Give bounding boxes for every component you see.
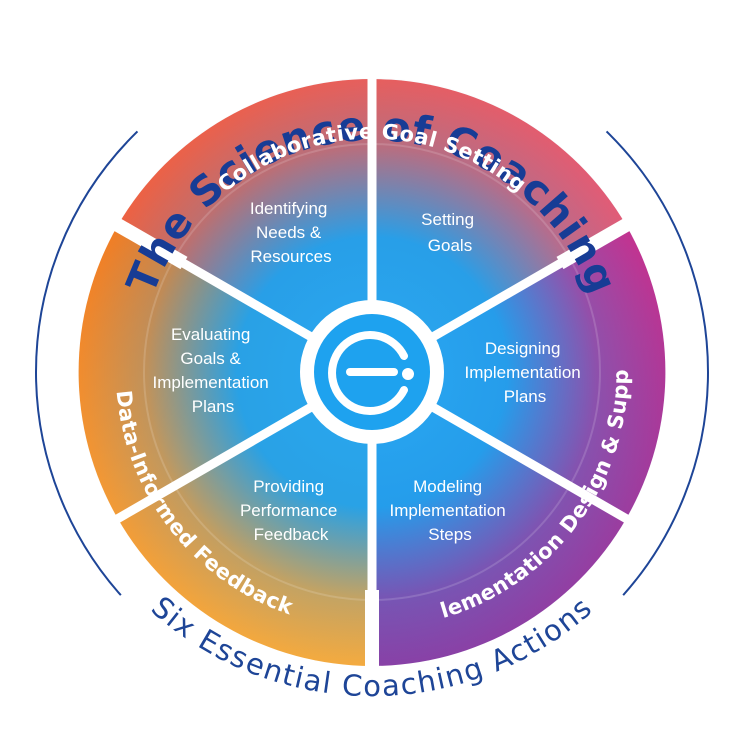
section-gaps xyxy=(100,210,644,676)
action-evaluating-plans: Evaluating Goals & Implementation Plans xyxy=(153,325,274,416)
action-modeling-steps: Modeling Implementation Steps xyxy=(390,477,511,544)
action-identifying-needs: Identifying Needs & Resources xyxy=(250,199,332,266)
action-labels: Identifying Needs & Resources Setting Go… xyxy=(153,199,586,544)
action-designing-plans: Designing Implementation Plans xyxy=(465,339,586,406)
center-logo xyxy=(300,300,444,444)
coaching-logo-icon xyxy=(328,331,414,415)
action-providing-feedback: Providing Performance Feedback xyxy=(240,477,342,544)
ring-gap-bottom xyxy=(116,591,628,714)
ring-gap-top xyxy=(132,29,612,136)
action-setting-goals: Setting Goals xyxy=(421,210,479,255)
